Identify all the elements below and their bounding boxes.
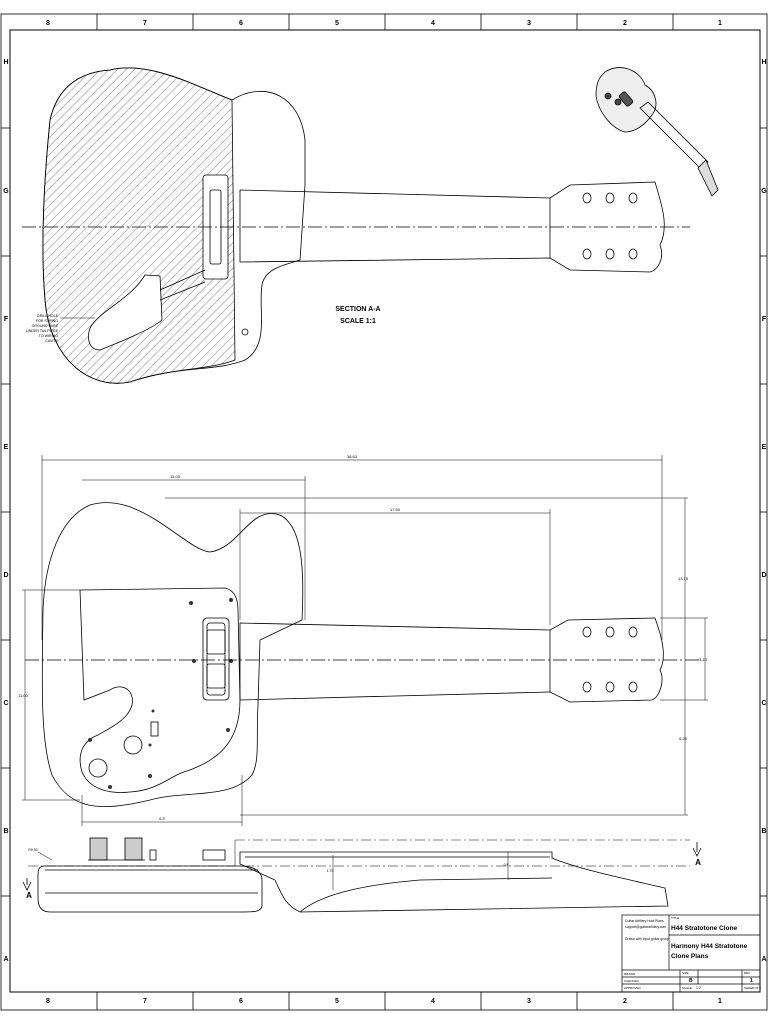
tb-size: B	[689, 978, 693, 984]
tb-company: Guitar Artillery Hold Plans	[625, 919, 664, 923]
section-marker-right: A	[695, 858, 701, 867]
row-label-right: B	[761, 828, 766, 835]
section-hatch	[42, 67, 236, 384]
section-note: FOR STRING	[36, 319, 58, 323]
section-note: CAVITY	[45, 339, 58, 343]
tb-sheet-label: SHEET	[744, 986, 754, 990]
front-neck	[239, 617, 664, 703]
tb-drawn: DRAWN	[624, 972, 635, 976]
tb-rev: 1	[750, 978, 753, 984]
dim-bottom: 6.5	[159, 816, 165, 821]
tb-rev-label: REV	[744, 971, 750, 975]
dim-body-height: 11.00	[18, 693, 28, 698]
dim-overall-length: 36.63	[347, 454, 358, 459]
tb-title2: Harmony H44 Stratotone	[671, 943, 748, 950]
side-body	[37, 865, 263, 913]
row-label-right: G	[761, 188, 767, 195]
row-label-left: F	[4, 316, 9, 323]
row-label-right: F	[762, 316, 767, 323]
isometric-view	[595, 67, 719, 197]
tb-approved: APPROVED	[624, 986, 642, 990]
section-note: GROUND WIRE	[32, 324, 59, 328]
col-label-top: 2	[623, 20, 627, 27]
front-knob	[88, 758, 108, 778]
dim-side-label: R0.50	[28, 848, 37, 852]
front-knob	[123, 735, 143, 755]
front-view	[22, 455, 708, 826]
col-label-bottom: 1	[718, 998, 722, 1005]
col-label-bottom: 7	[143, 998, 147, 1005]
row-label-left: H	[3, 59, 8, 66]
row-label-left: G	[3, 188, 9, 195]
col-label-bottom: 8	[46, 998, 50, 1005]
dim-neck-length: 17.50	[390, 507, 401, 512]
row-label-right: E	[762, 444, 767, 451]
dimension-lines	[22, 455, 708, 826]
col-label-top: 5	[335, 20, 339, 27]
dim-side-thickness: 1.75	[327, 869, 334, 873]
section-marker-left: A	[26, 891, 32, 900]
dim-lower-width: 6.25	[679, 736, 688, 741]
col-label-top: 3	[527, 20, 531, 27]
col-label-bottom: 5	[335, 998, 339, 1005]
row-label-left: C	[3, 700, 8, 707]
row-label-left: D	[3, 572, 8, 579]
row-label-right: D	[761, 572, 766, 579]
tb-title1: H44 Stratotone Clone	[671, 925, 737, 932]
tb-scale-label: SCALE	[682, 986, 692, 990]
col-label-top: 6	[239, 20, 243, 27]
dim-total-width: 13.75	[678, 576, 689, 581]
row-label-right: C	[761, 700, 766, 707]
tb-title3: Clone Plans	[671, 953, 709, 960]
side-neck	[239, 851, 669, 913]
col-label-bottom: 2	[623, 998, 627, 1005]
col-label-top: 7	[143, 20, 147, 27]
section-note: TO WIRING	[39, 334, 59, 338]
front-pickup	[202, 617, 230, 701]
tb-scale: 1:2	[696, 986, 701, 990]
section-note: DRILL HOLE	[37, 314, 58, 318]
side-knob	[124, 837, 143, 861]
section-scale: SCALE 1:1	[340, 318, 376, 325]
tb-email: support@guitarartillery.com	[625, 925, 666, 929]
dim-side-note: 0.8	[504, 863, 509, 867]
row-label-right: A	[761, 956, 766, 963]
section-title: SECTION A-A	[335, 306, 380, 313]
col-label-bottom: 6	[239, 998, 243, 1005]
dim-body-to-neck: 15.00	[170, 474, 181, 479]
front-tuners	[582, 626, 638, 693]
section-tuners	[582, 192, 638, 260]
row-label-left: E	[4, 444, 9, 451]
section-view	[22, 67, 690, 384]
row-label-left: B	[3, 828, 8, 835]
tb-size-label: SIZE	[682, 971, 689, 975]
front-switch	[150, 721, 159, 737]
col-label-top: 1	[718, 20, 722, 27]
front-body-outline	[41, 502, 304, 808]
section-note: UNDER TAILPIECE	[26, 329, 58, 333]
col-label-top: 4	[431, 20, 435, 27]
section-neck	[239, 181, 665, 273]
col-label-bottom: 3	[527, 998, 531, 1005]
tb-drawn-note: Drawn with input guitar group	[625, 937, 669, 941]
side-view	[22, 837, 702, 913]
col-label-top: 8	[46, 20, 50, 27]
tb-sheet: 1 OF 1	[752, 986, 762, 990]
side-knob	[89, 837, 108, 861]
section-tailpiece	[88, 274, 163, 351]
border-ticks	[1, 14, 767, 1010]
row-label-left: A	[3, 956, 8, 963]
col-label-bottom: 4	[431, 998, 435, 1005]
tb-checked: CHECKED	[624, 979, 640, 983]
title-block	[621, 914, 761, 993]
tb-title-label: TITLE	[671, 916, 679, 920]
dim-head-width: 3.10	[699, 657, 708, 662]
row-label-right: H	[761, 59, 766, 66]
